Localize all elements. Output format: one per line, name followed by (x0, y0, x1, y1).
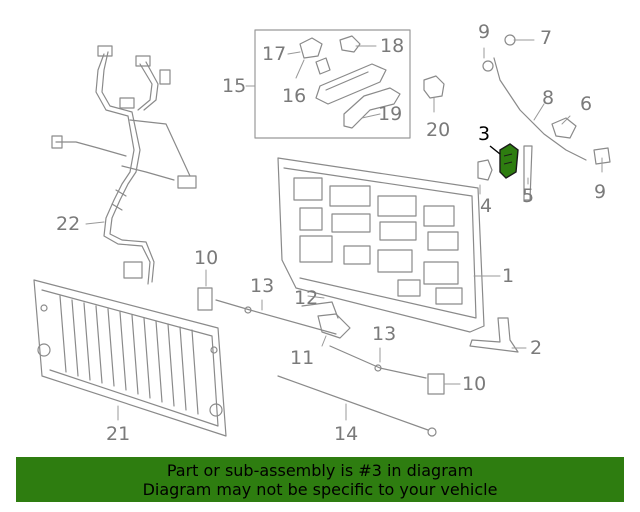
callout-22: 22 (56, 213, 81, 235)
callout-15: 15 (222, 75, 247, 97)
support-cable-part-8 (482, 34, 611, 165)
leader-lines (85, 39, 603, 421)
callout-13-right: 13 (372, 323, 397, 345)
callout-13-left: 13 (250, 275, 275, 297)
callout-17: 17 (262, 43, 287, 65)
callout-2: 2 (530, 337, 543, 359)
bracket-part-5 (523, 145, 533, 201)
callout-14: 14 (334, 423, 359, 445)
hinge-part-2 (469, 317, 519, 353)
tailgate-outer-panel-part-21 (33, 279, 227, 437)
callout-21: 21 (106, 423, 131, 445)
callout-12: 12 (294, 287, 319, 309)
callout-4: 4 (480, 195, 493, 217)
connector-part-20 (423, 75, 445, 99)
callout-18: 18 (380, 35, 405, 57)
banner-line-1: Part or sub-assembly is #3 in diagram (166, 461, 474, 480)
callout-9-bottom: 9 (594, 181, 607, 203)
bumper-part-4 (477, 159, 493, 181)
callout-7: 7 (540, 27, 553, 49)
info-banner: Part or sub-assembly is #3 in diagram Di… (16, 457, 624, 502)
callout-11: 11 (290, 347, 315, 369)
parts-diagram (33, 29, 611, 437)
callout-3: 3 (478, 123, 491, 145)
callout-20: 20 (426, 119, 451, 141)
highlighted-part-3 (489, 143, 519, 179)
callout-10-right: 10 (462, 373, 487, 395)
wiring-harness-part-22 (51, 45, 197, 285)
banner-line-2: Diagram may not be specific to your vehi… (142, 480, 498, 499)
callout-16: 16 (282, 85, 307, 107)
tailgate-inner-panel-part-1 (277, 157, 485, 333)
callout-10-left: 10 (194, 247, 219, 269)
callout-8: 8 (542, 87, 555, 109)
callout-6: 6 (580, 93, 593, 115)
callout-5: 5 (522, 185, 535, 207)
callout-1: 1 (502, 265, 515, 287)
callout-19: 19 (378, 103, 403, 125)
latch-hardware (197, 287, 445, 437)
inset-parts (299, 35, 401, 129)
callout-9-top: 9 (478, 21, 491, 43)
inset-box-part-15 (254, 29, 411, 139)
